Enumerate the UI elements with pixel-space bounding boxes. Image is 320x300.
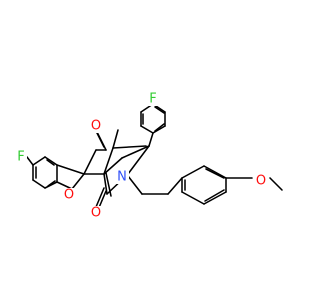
bond-line-26 bbox=[44, 181, 58, 189]
bond-line-17 bbox=[112, 145, 147, 149]
bond-line-16 bbox=[112, 129, 119, 149]
bond-line-25 bbox=[56, 181, 73, 190]
bond-line-42 bbox=[181, 165, 205, 179]
bond-line-27 bbox=[32, 179, 46, 189]
F-top-background bbox=[147, 92, 159, 106]
O-methoxy-background bbox=[254, 174, 268, 188]
bond-line-3 bbox=[152, 125, 166, 134]
bond-line-2 bbox=[140, 125, 154, 134]
bond-line-35 bbox=[56, 164, 85, 175]
bond-line-9 bbox=[148, 132, 154, 147]
atom-labels: F F N O O O O bbox=[15, 92, 268, 221]
bond-line-21 bbox=[95, 187, 105, 208]
O-ring-background bbox=[62, 188, 76, 202]
bond-line-43 bbox=[203, 165, 227, 179]
bond-line-15 bbox=[103, 147, 114, 175]
molecule-structure: F F N O O O O bbox=[15, 91, 283, 221]
bond-line-7 bbox=[154, 123, 165, 132]
fluorine-top-label: F bbox=[149, 92, 156, 107]
fluorine-left-label: F bbox=[17, 150, 24, 165]
bond-line-34 bbox=[46, 159, 55, 166]
ring-oxygen-label: O bbox=[64, 188, 74, 203]
bond-line-38 bbox=[26, 156, 34, 166]
O-lower-background bbox=[89, 206, 103, 220]
bond-line-33 bbox=[47, 180, 56, 187]
bond-line-8 bbox=[154, 106, 165, 114]
bond-line-45 bbox=[203, 191, 227, 205]
O-upper-background bbox=[89, 119, 103, 133]
carbonyl-oxygen-upper-label: O bbox=[91, 119, 101, 134]
methoxy-oxygen-label: O bbox=[256, 174, 266, 189]
bond-line-36 bbox=[83, 149, 97, 175]
bond-line-24 bbox=[71, 173, 85, 190]
bond-line-10 bbox=[121, 145, 150, 159]
bond-line-30 bbox=[44, 156, 58, 166]
N-background bbox=[115, 170, 129, 184]
bond-line-52 bbox=[269, 177, 283, 191]
bond-line-18 bbox=[105, 172, 112, 197]
bond-line-11 bbox=[103, 157, 123, 175]
bond-line-39 bbox=[127, 175, 143, 195]
bond-line-29 bbox=[32, 156, 46, 166]
bond-line-49 bbox=[204, 189, 225, 202]
F-left-background bbox=[15, 150, 27, 164]
bond-line-46 bbox=[181, 191, 205, 205]
nitrogen-label: N bbox=[117, 170, 127, 185]
carbonyl-oxygen-lower-label: O bbox=[91, 206, 101, 221]
bond-line-41 bbox=[167, 177, 183, 195]
bond-line-48 bbox=[205, 168, 225, 179]
bond-line-14 bbox=[127, 145, 150, 175]
